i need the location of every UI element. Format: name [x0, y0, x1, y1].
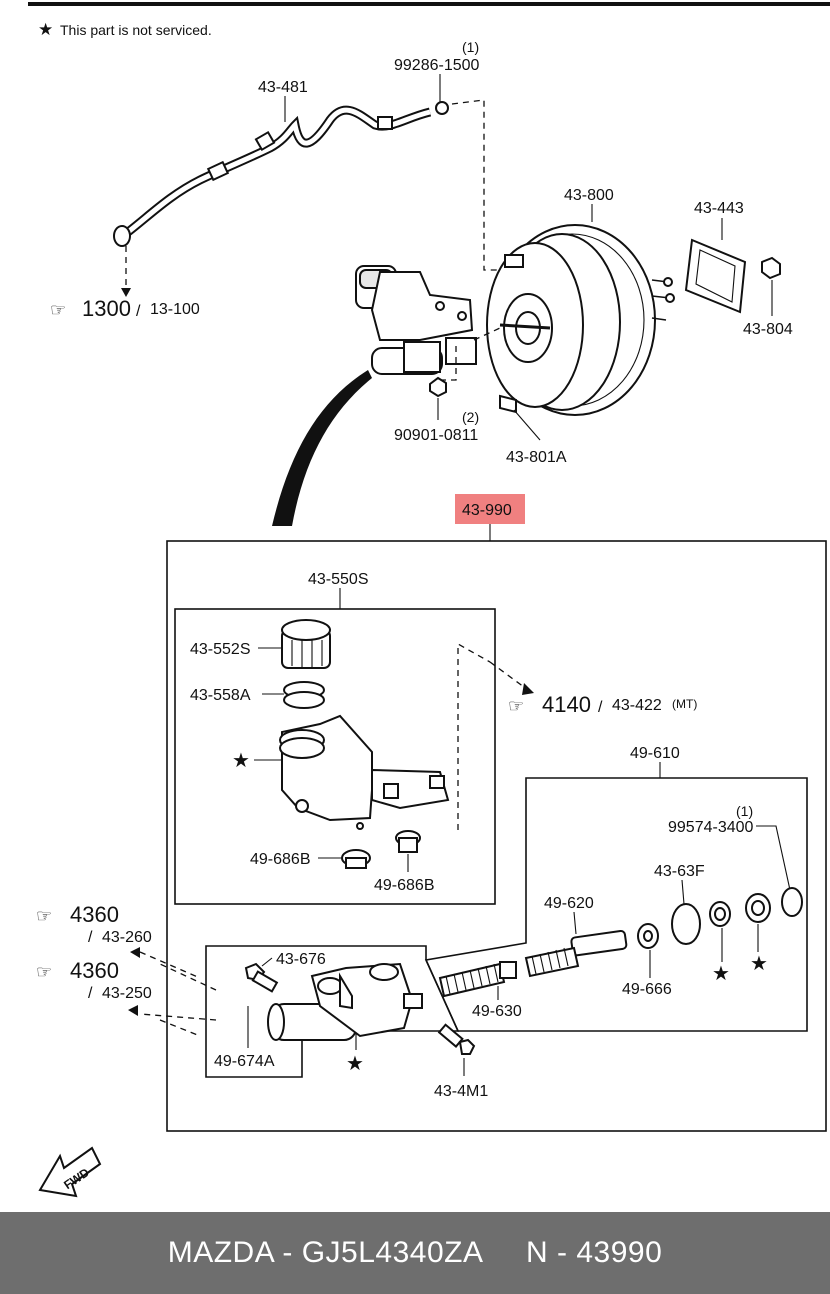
star-icon: ★	[38, 20, 53, 39]
label-plate: 43-801A	[506, 449, 567, 466]
name-plate[interactable]	[499, 394, 517, 414]
label-retainer: 99574-3400	[668, 819, 754, 836]
label-washer: 49-666	[622, 981, 672, 998]
zoom-arrow-icon	[272, 370, 372, 526]
ref-4140-number: 4140	[542, 692, 591, 717]
label-clip-qty: (1)	[462, 39, 479, 55]
label-spring: 49-630	[472, 1003, 522, 1020]
ref-4360b-slash: /	[88, 985, 93, 1002]
ref-1300-slash: /	[136, 303, 141, 320]
arrow-icon	[121, 288, 131, 297]
footer-bar: MAZDA - GJ5L4340ZA N - 43990	[0, 1212, 830, 1294]
label-gasket: 43-443	[694, 200, 744, 217]
ref-4360-b[interactable]: ☞ 4360 / 43-250	[36, 958, 152, 1002]
nut-43-804[interactable]	[761, 256, 781, 280]
parts-diagram: ★ This part is not serviced. 43-481 (1) …	[36, 20, 827, 1198]
ref-4360b-number: 4360	[70, 958, 119, 983]
label-seal: 43-63F	[654, 863, 705, 880]
label-nut-qty: (2)	[462, 409, 479, 425]
star-icon: ★	[232, 750, 250, 772]
ref-4140-sub: 43-422	[612, 697, 662, 714]
fwd-arrow-icon: FWD	[38, 1146, 102, 1198]
label-reservoir-group: 43-550S	[308, 571, 369, 588]
label-bolt: 43-4M1	[434, 1083, 488, 1100]
cylinder-body[interactable]	[267, 962, 423, 1041]
label-booster: 43-800	[564, 187, 614, 204]
label-retainer-qty: (1)	[736, 803, 753, 819]
label-piston-group: 49-610	[630, 745, 680, 762]
brake-booster[interactable]	[486, 224, 675, 416]
ref-4360a-number: 4360	[70, 902, 119, 927]
reservoir-frame	[174, 608, 496, 905]
piston-cup-a[interactable]	[709, 901, 731, 927]
hand-pointer-icon: ☞	[36, 962, 52, 982]
label-hose: 43-481	[258, 79, 308, 96]
ref-4360a-sub: 43-260	[102, 929, 152, 946]
hand-pointer-icon: ☞	[50, 300, 66, 320]
star-icon: ★	[712, 963, 730, 985]
label-clip: 99286-1500	[394, 57, 480, 74]
hand-pointer-icon: ☞	[36, 906, 52, 926]
top-border	[28, 2, 830, 6]
reservoir-cap[interactable]	[281, 619, 331, 669]
assembly-highlight	[455, 494, 525, 524]
piston-cup-b[interactable]	[745, 893, 771, 923]
label-bleeder: 43-676	[276, 951, 326, 968]
star-icon: ★	[750, 953, 768, 975]
ref-1300[interactable]: ☞ 1300 / 13-100	[50, 296, 200, 321]
label-assembly[interactable]: 43-990	[462, 502, 512, 519]
ref-1300-number: 1300	[82, 296, 131, 321]
ref-4140-tag: (MT)	[672, 697, 697, 711]
arrow-icon	[128, 1005, 138, 1016]
ref-4140[interactable]: ☞ 4140 / 43-422 (MT)	[508, 692, 697, 717]
vacuum-hose[interactable]	[113, 105, 432, 247]
hand-pointer-icon: ☞	[508, 696, 524, 716]
ref-4360-a[interactable]: ☞ 4360 / 43-260	[36, 902, 152, 946]
label-nut-right: 43-804	[743, 321, 793, 338]
label-filter: 43-558A	[190, 687, 251, 704]
label-bush-left: 49-686B	[250, 851, 311, 868]
star-icon: ★	[346, 1053, 364, 1075]
snap-ring[interactable]	[781, 887, 803, 917]
seal-43-63f[interactable]	[671, 903, 701, 945]
arrow-icon	[130, 947, 140, 958]
reservoir-tank[interactable]	[279, 714, 450, 830]
return-spring[interactable]	[438, 961, 517, 998]
label-cap: 43-552S	[190, 641, 251, 658]
primary-piston[interactable]	[524, 929, 628, 978]
bushing-left[interactable]	[341, 849, 371, 869]
arrow-icon	[522, 683, 534, 695]
master-cylinder-top[interactable]	[355, 265, 477, 375]
label-nut: 90901-0811	[394, 427, 478, 444]
not-serviced-note: ★ This part is not serviced.	[38, 20, 212, 39]
ref-4140-slash: /	[598, 699, 603, 716]
label-cylinder: 49-674A	[214, 1053, 275, 1070]
label-bush-right: 49-686B	[374, 877, 435, 894]
bushing-right[interactable]	[395, 830, 421, 853]
mounting-bolt[interactable]	[437, 1023, 476, 1055]
assembly-frame	[166, 540, 827, 1132]
footer-text: MAZDA - GJ5L4340ZA N - 43990	[167, 1236, 663, 1269]
washer-49-666[interactable]	[637, 923, 659, 949]
label-piston: 49-620	[544, 895, 594, 912]
hose-clip[interactable]	[435, 101, 449, 115]
nut-90901-0811[interactable]	[429, 376, 447, 398]
bleeder-screw[interactable]	[244, 962, 279, 993]
note-text: This part is not serviced.	[60, 22, 212, 38]
reservoir-filter[interactable]	[283, 681, 325, 709]
gasket[interactable]	[684, 238, 747, 314]
ref-1300-sub: 13-100	[150, 301, 200, 318]
ref-4360b-sub: 43-250	[102, 985, 152, 1002]
ref-4360a-slash: /	[88, 929, 93, 946]
